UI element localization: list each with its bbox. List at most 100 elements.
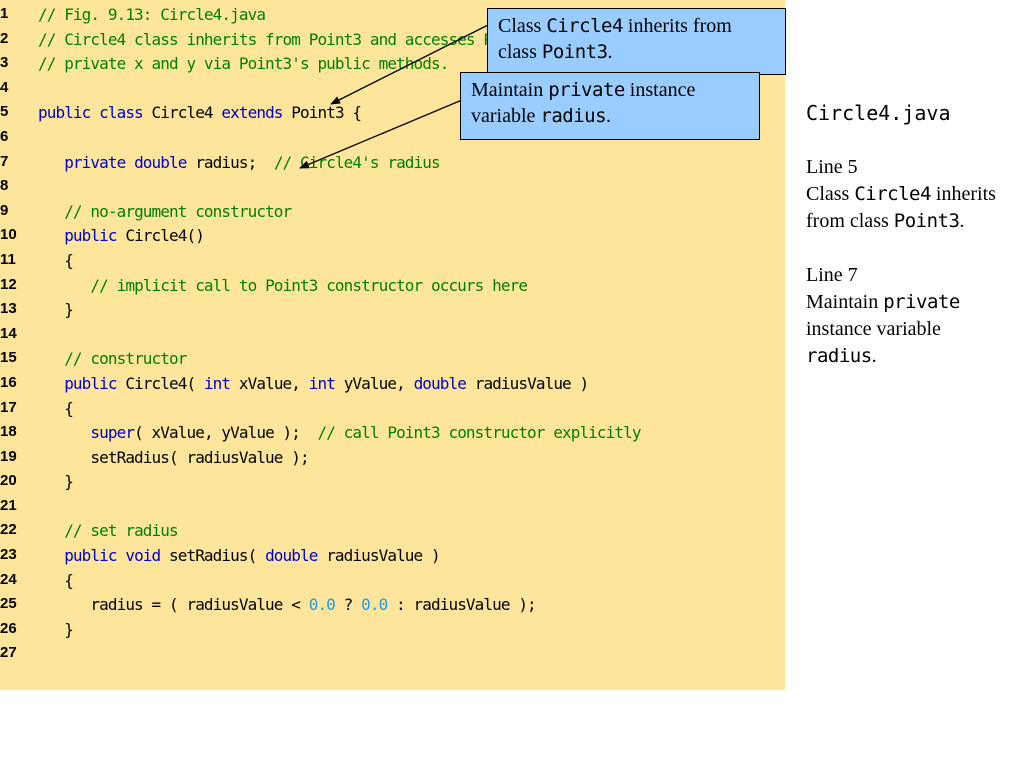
callout-inherits-superclass: Point3 (541, 41, 608, 63)
code-text: public void setRadius( double radiusValu… (38, 546, 440, 566)
plain-token (38, 349, 64, 368)
callout-private-keyword: private (548, 79, 625, 101)
comment-token: // Circle4 class inherits from Point3 an… (38, 29, 554, 49)
plain-token: setRadius( (169, 546, 266, 566)
code-text: // Fig. 9.13: Circle4.java (38, 5, 266, 25)
line-number: 26 (0, 619, 17, 637)
note2-variable: radius (806, 345, 872, 367)
code-text: } (38, 300, 74, 320)
code-text: { (38, 398, 74, 419)
number-token: 0.0 (308, 595, 336, 615)
line-number: 23 (0, 546, 17, 564)
line-number: 4 (0, 78, 9, 96)
plain-token: : radiusValue ); (387, 595, 537, 615)
line-number: 19 (0, 447, 17, 465)
plain-token (38, 153, 64, 172)
note2-keyword: private (883, 291, 960, 313)
callout-inherits-mid: inherits from class (498, 15, 732, 63)
keyword-token: public void (64, 546, 169, 566)
line-number: 5 (0, 103, 9, 121)
plain-token: Circle4() (125, 226, 205, 246)
code-text: // set radius (38, 521, 178, 541)
line-number: 17 (0, 398, 17, 416)
code-text: { (38, 250, 74, 271)
plain-token (38, 276, 90, 295)
plain-token (38, 521, 64, 540)
note1-mid: inherits from class (806, 183, 996, 232)
keyword-token: public class (38, 103, 152, 123)
code-text: public class Circle4 extends Point3 { (38, 103, 362, 123)
plain-token (38, 546, 64, 565)
plain-token: { (38, 250, 74, 270)
keyword-token: public (64, 226, 126, 246)
plain-token (38, 226, 64, 245)
code-text: super( xValue, yValue ); // call Point3 … (38, 423, 641, 443)
line-number: 24 (0, 570, 17, 588)
comment-token: // Circle4's radius (273, 152, 441, 172)
line-number: 15 (0, 349, 17, 367)
plain-token: } (38, 300, 74, 320)
plain-token: yValue, (343, 373, 414, 393)
callout-private-variable: radius (540, 105, 607, 127)
code-text: } (38, 620, 74, 640)
line-number: 9 (0, 201, 9, 219)
line-number: 1 (0, 5, 9, 22)
plain-token: radius; (195, 152, 274, 172)
plain-token: radius = ( radiusValue < (38, 595, 309, 615)
note1-text: Class Circle4 inherits from class Point3… (806, 181, 1016, 235)
comment-token: // set radius (64, 521, 178, 541)
callout-inherits: Class Circle4 inherits from class Point3… (487, 8, 786, 75)
keyword-token: super (90, 423, 135, 443)
line-number: 21 (0, 496, 17, 514)
keyword-token: int (203, 373, 239, 393)
plain-token (38, 202, 64, 221)
keyword-token: int (308, 373, 344, 393)
keyword-token: double (413, 373, 475, 393)
line-number: 7 (0, 152, 9, 170)
plain-token: { (38, 570, 74, 590)
plain-token: { (38, 398, 74, 418)
number-token: 0.0 (361, 595, 388, 615)
code-text: // implicit call to Point3 constructor o… (38, 276, 528, 296)
plain-token: Circle4( (125, 373, 204, 393)
keyword-token: private double (64, 152, 196, 172)
line-number: 22 (0, 521, 17, 539)
code-text: private double radius; // Circle4's radi… (38, 153, 440, 173)
line-number: 11 (0, 250, 16, 268)
line-number: 14 (0, 324, 17, 342)
line-number: 10 (0, 226, 17, 244)
callout-inherits-post: . (607, 41, 613, 63)
note2-pre: Maintain (806, 291, 884, 313)
plain-token: ( xValue, yValue ); (134, 423, 318, 443)
comment-token: // constructor (64, 349, 187, 369)
comment-token: // private x and y via Point3's public m… (38, 54, 449, 74)
note1-line: Line 5 (806, 156, 858, 178)
note1-pre: Class (806, 183, 855, 205)
callout-private-mid: instance variable (471, 79, 696, 127)
line-number: 3 (0, 54, 9, 72)
keyword-token: public (64, 373, 126, 393)
plain-token: radiusValue ) (326, 546, 440, 566)
plain-token: xValue, (238, 373, 309, 393)
code-text: // private x and y via Point3's public m… (38, 54, 449, 74)
code-text: setRadius( radiusValue ); (38, 448, 309, 468)
note2-line: Line 7 (806, 264, 858, 286)
line-number: 12 (0, 275, 17, 293)
note1-post: . (959, 210, 965, 232)
line-number: 13 (0, 300, 17, 318)
comment-token: // Fig. 9.13: Circle4.java (38, 5, 266, 24)
code-text: // constructor (38, 349, 187, 369)
code-text: { (38, 570, 74, 591)
note2-post: . (871, 345, 877, 367)
note2-text: Maintain private instance variable radiu… (806, 289, 1016, 370)
callout-private-radius: Maintain private instance variable radiu… (460, 72, 760, 140)
code-text: // no-argument constructor (38, 202, 292, 222)
line-number: 6 (0, 127, 9, 145)
callout-private-pre: Maintain (471, 79, 549, 101)
line-number: 2 (0, 29, 9, 47)
code-text: public Circle4( int xValue, int yValue, … (38, 373, 589, 394)
note1-superclass: Point3 (893, 210, 960, 232)
plain-token: ? (334, 595, 362, 615)
keyword-token: extends (221, 103, 292, 123)
file-title: Circle4.java (806, 101, 951, 125)
